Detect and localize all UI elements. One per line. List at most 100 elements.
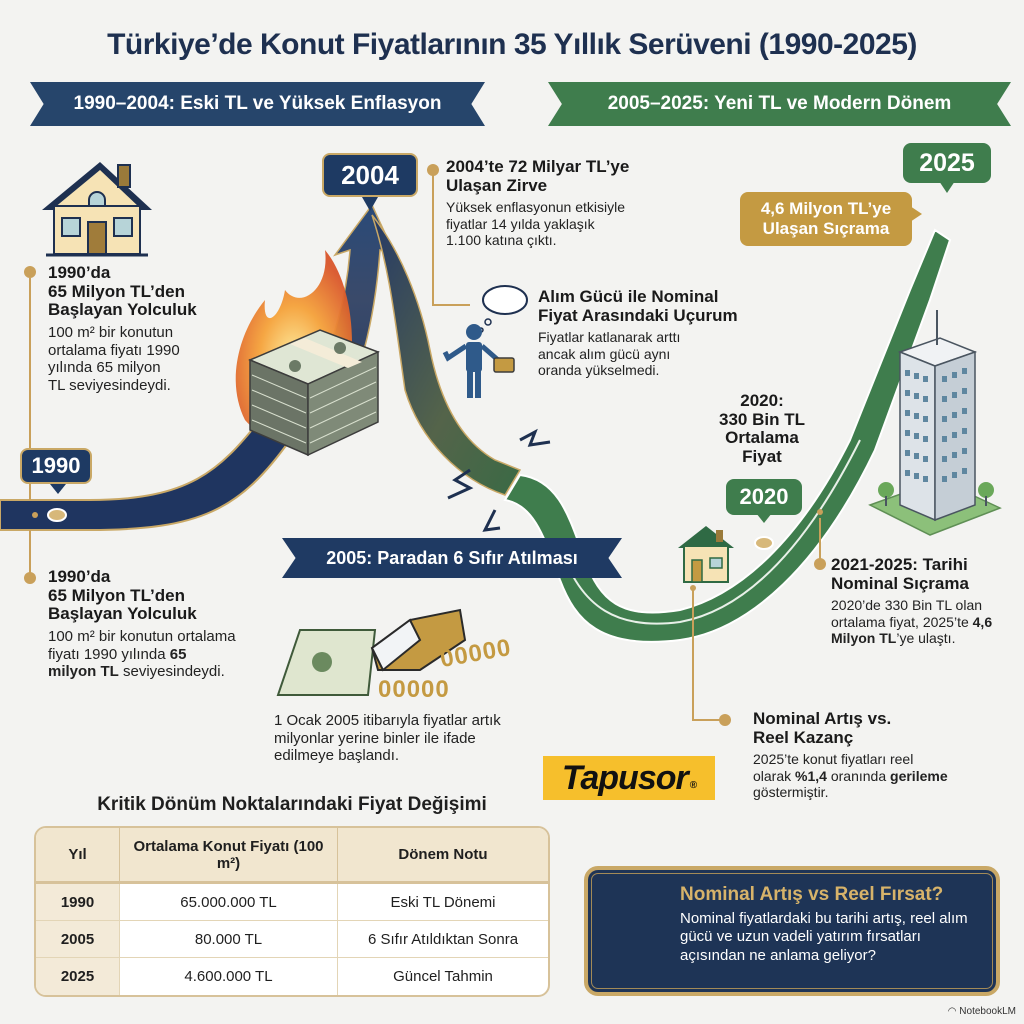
block-body: 2020’de 330 Bin TL olan ortalama fiyat, … [831,597,1021,646]
body-line: Fiyatlar katlanarak arttı [538,329,681,346]
body-line: fiyatlar 14 yılda yaklaşık [446,215,595,232]
cell-note: Güncel Tahmin [393,968,493,985]
cell-price: 65.000.000 TL [120,884,338,921]
info-block-nominal-vs-real: Nominal Artış vs. Reel Kazanç 2025’te ko… [753,709,953,801]
body-line: milyonlar yerine binler ile ifade [274,729,476,747]
body-line: 1.100 katına çıktı. [446,232,557,249]
era-ribbon-new-tl: 2005–2025: Yeni TL ve Modern Dönem [548,82,1011,126]
block-title: 2021-2025: Tarihi Nominal Sıçrama [831,555,1021,593]
block-title: Nominal Artış vs. Reel Kazanç [753,709,953,747]
cell-note: 6 Sıfır Atıldıktan Sonra [338,921,548,958]
title-line: Başlayan Yolculuk [48,604,197,624]
tapusor-logo: Tapusor® [543,756,715,800]
table-row: 2025 4.600.000 TL Güncel Tahmin [36,958,548,995]
title-line: 330 Bin TL [719,409,805,429]
body-line: 100 m² bir konutun [48,324,174,342]
house-icon-2020 [678,526,734,583]
notebooklm-watermark: ◠ NotebookLM [948,1006,1016,1017]
block-title: 2004’te 72 Milyar TL’ye Ulaşan Zirve [446,157,706,195]
title-line: 2020: [740,391,784,410]
title-line: Ulaşan Zirve [446,175,548,195]
title-line: 2004’te 72 Milyar TL’ye [446,157,630,176]
crack-icon [447,428,551,532]
house-icon-1990 [42,162,152,257]
money-stack-icon [248,329,380,457]
cell-price: 80.000 TL [120,921,338,958]
table-title: Kritik Dönüm Noktalarındaki Fiyat Değişi… [97,794,487,815]
redenomination-body: 1 Ocak 2005 itibarıyla fiyatlar artık mi… [274,712,574,765]
info-block-1990-top: 1990’da 65 Milyon TL’den Başlayan Yolcul… [48,263,248,394]
block-title: 1990’da 65 Milyon TL’den Başlayan Yolcul… [48,263,248,320]
body-emphasis: gerileme [890,767,948,784]
body-text: seviyesindeydi. [118,663,225,681]
body-line: ancak alım gücü aynı [538,345,671,362]
title-line: Fiyat [742,447,782,467]
skyscraper-icon [868,310,1002,536]
title-line: Alım Gücü ile Nominal [538,287,719,306]
title-line: 65 Milyon TL’den [48,281,185,301]
title-line: Fiyat Arasındaki Uçurum [538,305,738,325]
year-marker-1990: 1990 [20,448,92,494]
era-ribbon-old-tl: 1990–2004: Eski TL ve Yüksek Enflasyon [30,82,485,126]
removed-zeros-text: 00000 [378,676,450,703]
year-marker-label: 2004 [341,159,399,190]
thinking-person-icon [442,285,528,398]
body-emphasis: 4,6 Milyon TL [831,613,993,647]
body-emphasis: %1,4 [795,767,827,784]
redenomination-ribbon: 2005: Paradan 6 Sıfır Atılması [282,538,622,578]
notebooklm-icon: ◠ [947,1006,960,1017]
title-line: Reel Kazanç [753,727,854,747]
year-marker-label: 2025 [919,148,975,177]
body-text: 2020’de 330 Bin TL olan ortalama fiyat, … [831,597,983,630]
eraser-banknote-icon [276,608,467,696]
page-title: Türkiye’de Konut Fiyatlarının 35 Yıllık … [107,28,917,61]
body-line: TL seviyesindeydi. [48,376,171,394]
logo-text: Tapusor [561,758,689,797]
title-line: 1990’da [48,263,111,282]
year-marker-label: 2020 [739,484,789,509]
table-row: 1990 65.000.000 TL Eski TL Dönemi [36,884,548,921]
callout-title: Nominal Artış vs Reel Fırsat? [680,884,944,905]
body-text: ’ye ulaştı. [896,630,956,647]
block-body: Yüksek enflasyonun etkisiyle fiyatlar 14… [446,199,706,248]
info-block-2021-2025: 2021-2025: Tarihi Nominal Sıçrama 2020’d… [831,555,1021,647]
year-marker-2020: 2020 [726,479,802,523]
body-line: 1 Ocak 2005 itibarıyla fiyatlar artık [274,712,501,729]
cell-year: 2025 [36,958,120,995]
year-marker-2004: 2004 [322,153,418,211]
title-line: 2021-2025: Tarihi [831,555,968,574]
block-body: 2025’te konut fiyatları reel olarak %1,4… [753,751,953,800]
title-line: 65 Milyon TL’den [48,585,185,605]
block-body: 100 m² bir konutun ortalama fiyatı 1990 … [48,324,248,394]
cell-year: 1990 [36,884,120,921]
block-title: 1990’da 65 Milyon TL’den Başlayan Yolcul… [48,567,238,624]
body-text: göstermiştir. [753,784,829,801]
jump-bubble: 4,6 Milyon TL’ye Ulaşan Sıçrama [740,192,922,246]
jump-bubble-line: Ulaşan Sıçrama [762,219,890,238]
title-line: Ortalama [725,428,799,448]
price-table: Yıl Ortalama Konut Fiyatı (100 m²) Dönem… [34,826,550,997]
cell-year: 2005 [36,921,120,958]
watermark-text: NotebookLM [959,1006,1016,1017]
avg-2020-label: 2020: 330 Bin TL Ortalama Fiyat [712,391,812,467]
registered-mark: ® [689,779,697,791]
block-title: Alım Gücü ile Nominal Fiyat Arasındaki U… [538,287,778,325]
body-emphasis: 65 milyon TL [48,645,187,681]
info-block-1990-bottom: 1990’da 65 Milyon TL’den Başlayan Yolcul… [48,567,238,681]
cell-price: 4.600.000 TL [120,958,338,995]
year-marker-label: 1990 [31,453,81,478]
body-line: ortalama fiyatı 1990 [48,341,180,359]
body-line: oranda yükselmedi. [538,362,660,379]
header-price: Ortalama Konut Fiyatı (100 m²) [120,828,338,884]
title-line: 1990’da [48,567,111,586]
title-line: Nominal Artış vs. [753,709,892,728]
body-text: oranında [826,767,891,784]
price-table-container: Yıl Ortalama Konut Fiyatı (100 m²) Dönem… [34,826,550,997]
info-block-purchasing-gap: Alım Gücü ile Nominal Fiyat Arasındaki U… [538,287,778,379]
info-block-2004-peak: 2004’te 72 Milyar TL’ye Ulaşan Zirve Yük… [446,157,706,249]
block-body: 100 m² bir konutun ortalama fiyatı 1990 … [48,628,238,681]
block-body: Fiyatlar katlanarak arttı ancak alım güc… [538,329,778,378]
callout-body: Nominal fiyatlardaki bu tarihi artış, re… [680,910,968,964]
body-text: 100 m² bir konutun ortalama fiyatı 1990 … [48,628,236,663]
